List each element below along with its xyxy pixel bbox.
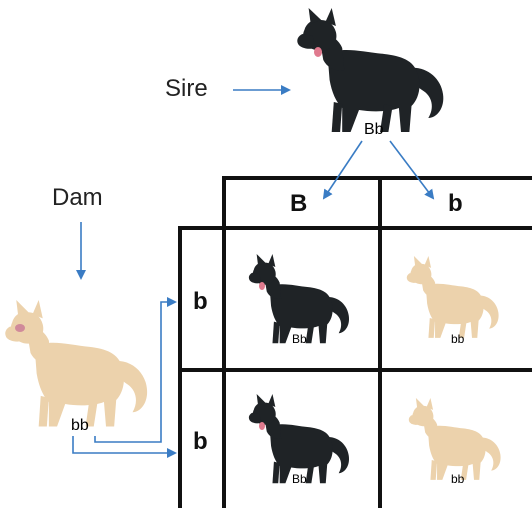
offspring-black-dog-icon — [248, 254, 350, 344]
offspring-black-dog-icon — [248, 394, 350, 484]
row-allele-b: b — [193, 288, 208, 315]
sire-dog-icon — [297, 8, 444, 132]
row-allele-b: b — [193, 428, 208, 455]
sire-label: Sire — [165, 75, 208, 102]
dam-genotype: bb — [71, 417, 89, 434]
column-allele-B: B — [290, 190, 308, 217]
offspring-genotype: bb — [451, 332, 465, 346]
column-allele-b: b — [448, 190, 463, 217]
dog-face-details — [259, 47, 322, 430]
dam-label: Dam — [52, 184, 103, 211]
sire-genotype: Bb — [364, 121, 384, 138]
offspring-cream-dog-icon — [406, 256, 499, 338]
arrows — [72, 85, 435, 458]
offspring-genotype: Bb — [292, 332, 307, 346]
punnett-grid — [178, 176, 532, 508]
offspring-cream-dog-icon — [408, 398, 501, 480]
dam-dog-icon — [5, 300, 148, 427]
offspring-genotype: bb — [451, 472, 465, 486]
offspring-genotype: Bb — [292, 472, 307, 486]
